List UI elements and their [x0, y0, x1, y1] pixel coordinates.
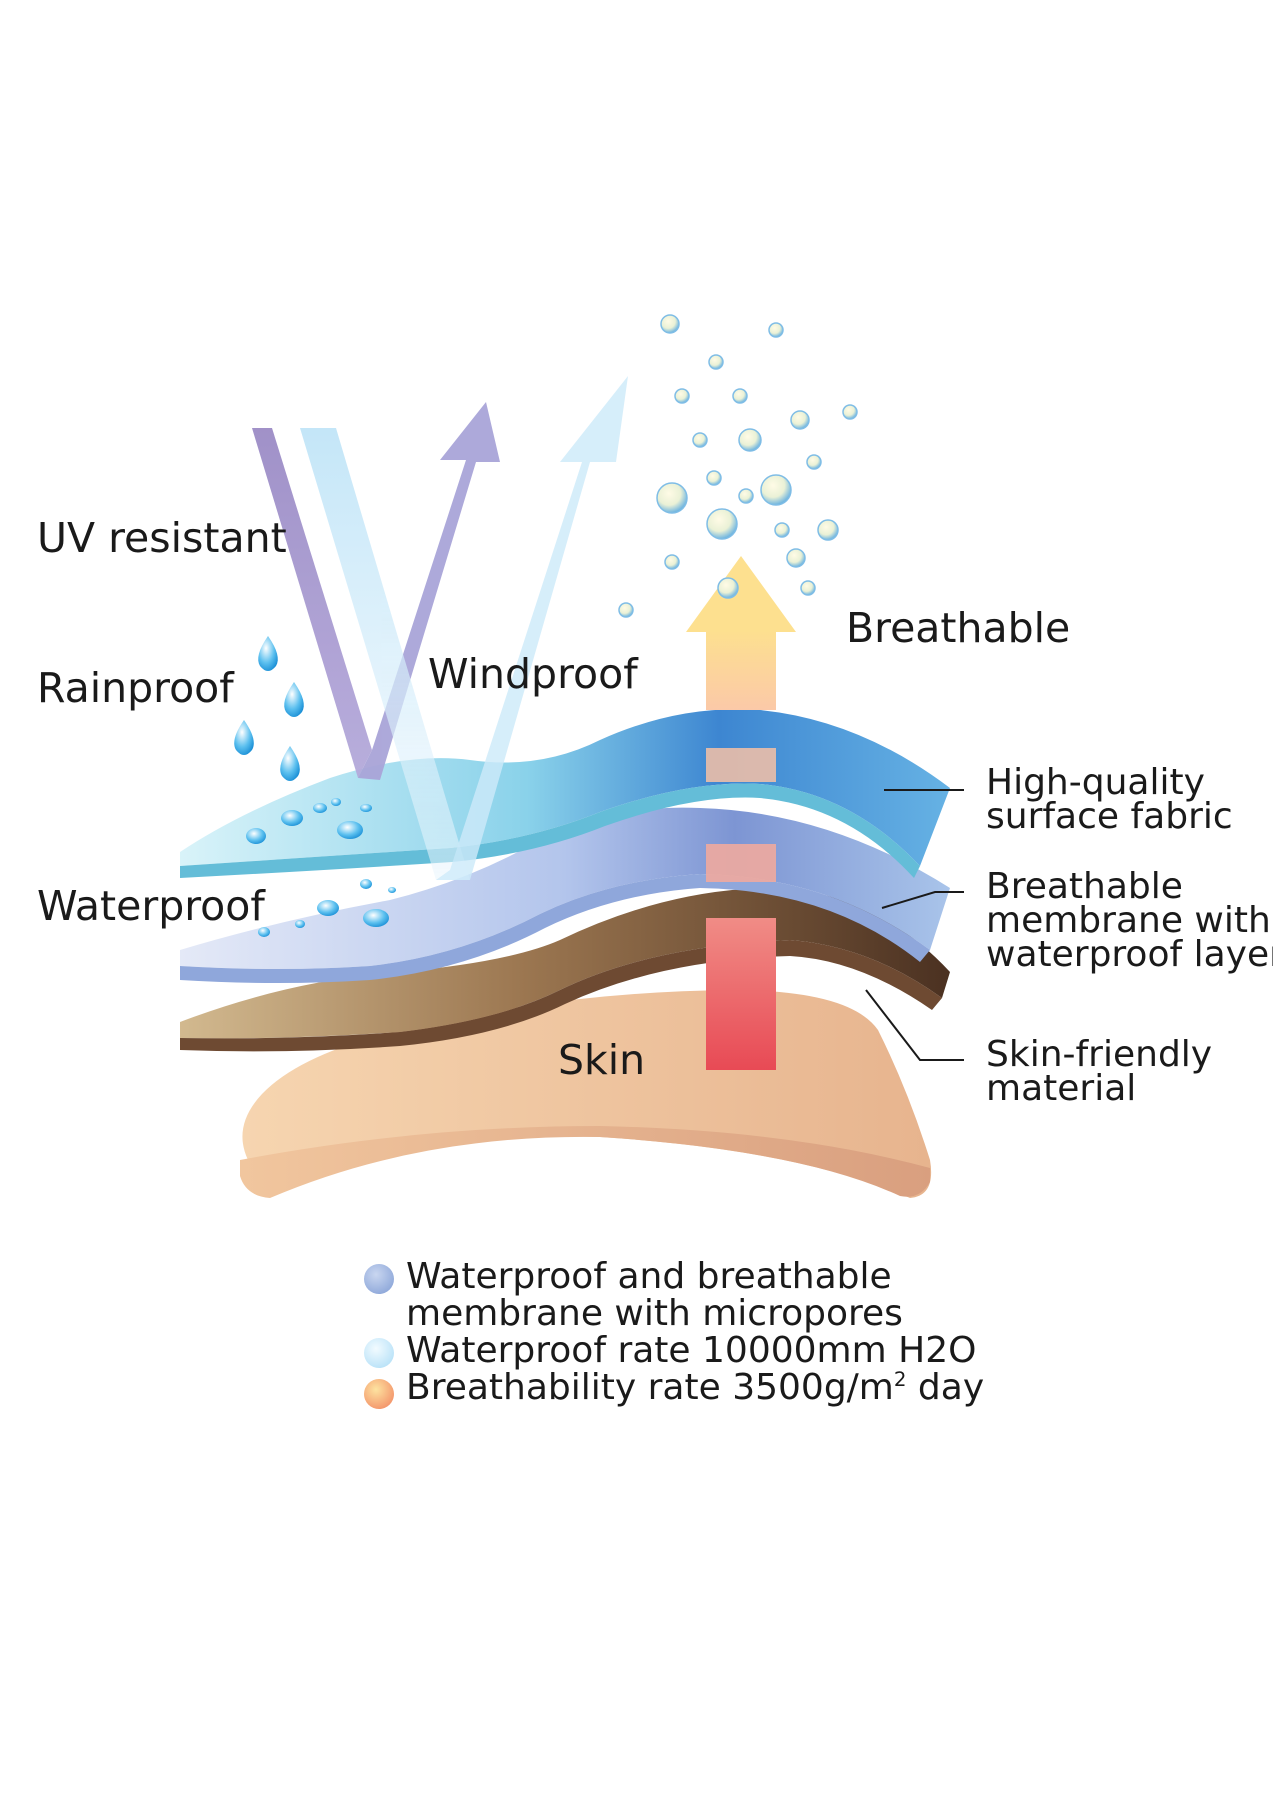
skin-friendly-layer-edge [180, 940, 942, 1052]
label-membrane: Breathable membrane with waterproof laye… [986, 866, 1273, 975]
legend-micropores-line-1: Waterproof and breathable [406, 1256, 892, 1297]
label-waterproof: Waterproof [37, 882, 265, 930]
breathable-arrow [686, 556, 796, 710]
legend-micropores-line-2: membrane with micropores [406, 1293, 903, 1334]
skin-friendly-line-2: material [986, 1068, 1137, 1109]
label-windproof: Windproof [428, 650, 638, 698]
surface-fabric-line-1: High-quality [986, 762, 1205, 803]
breathability-superscript: 2 [893, 1368, 907, 1391]
surface-fabric-layer-edge [180, 783, 920, 878]
surface-fabric-line-2: surface fabric [986, 796, 1233, 837]
breathability-prefix: Breathability rate 3500g/m [406, 1367, 894, 1408]
membrane-line-1: Breathable [986, 866, 1183, 907]
legend-dot-breathability [364, 1379, 394, 1409]
vapor-bubbles [618, 314, 858, 618]
label-skin: Skin [558, 1036, 646, 1084]
membrane-line-3: waterproof layer [986, 934, 1273, 975]
legend-waterproof-rate: Waterproof rate 10000mm H2O [406, 1330, 977, 1371]
legend-dot-waterproof [364, 1338, 394, 1368]
label-breathable: Breathable [846, 604, 1071, 652]
legend-item-micropores: Waterproof and breathable membrane with … [364, 1258, 984, 1332]
legend-breathability-rate: Breathability rate 3500g/m2 day [406, 1369, 984, 1406]
membrane-line-2: membrane with [986, 900, 1271, 941]
heat-flow-bar [706, 748, 776, 1070]
legend-dot-micropores [364, 1264, 394, 1294]
skin-friendly-line-1: Skin-friendly [986, 1034, 1213, 1075]
water-droplets [234, 636, 396, 937]
membrane-layer-edge [180, 874, 930, 983]
legend-item-breathability: Breathability rate 3500g/m2 day [364, 1369, 984, 1409]
label-uv-resistant: UV resistant [37, 514, 287, 562]
wind-arrow [300, 376, 628, 880]
legend: Waterproof and breathable membrane with … [364, 1258, 984, 1409]
label-rainproof: Rainproof [37, 664, 234, 712]
breathability-suffix: day [906, 1367, 985, 1408]
label-skin-friendly: Skin-friendly material [986, 1034, 1213, 1109]
legend-item-waterproof-rate: Waterproof rate 10000mm H2O [364, 1332, 984, 1369]
label-surface-fabric: High-quality surface fabric [986, 762, 1233, 837]
leader-lines [865, 789, 964, 1061]
